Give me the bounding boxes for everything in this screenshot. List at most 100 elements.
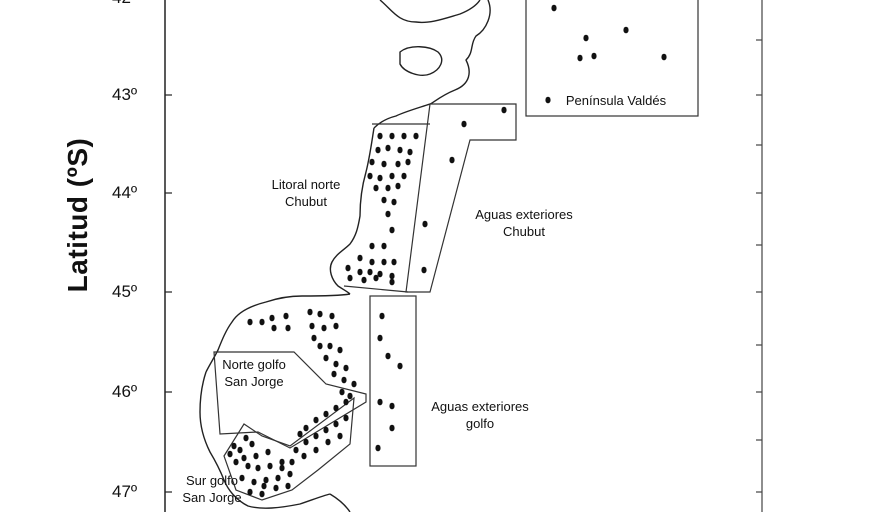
station-point [422, 220, 428, 228]
station-point [279, 464, 285, 472]
station-point [317, 342, 323, 350]
station-point [377, 132, 383, 140]
label-peninsula-valdes-text: Península Valdés [565, 93, 667, 108]
label-line-1: Aguas exteriores [431, 399, 529, 414]
station-point [313, 446, 319, 454]
station-point [389, 278, 395, 286]
label-line-1: Sur golfo [185, 473, 239, 488]
station-point [301, 452, 307, 460]
station-point [273, 484, 279, 492]
station-point [389, 272, 395, 280]
station-point [345, 264, 351, 272]
station-point [375, 444, 381, 452]
station-point [231, 442, 237, 450]
station-point [377, 174, 383, 182]
station-point [389, 402, 395, 410]
station-point [329, 312, 335, 320]
station-point [381, 242, 387, 250]
station-point [323, 426, 329, 434]
station-point [501, 106, 507, 114]
station-point [379, 312, 385, 320]
tick-47: 47º [112, 482, 138, 501]
label-line-2: San Jorge [224, 374, 284, 389]
station-point [279, 458, 285, 466]
station-point [407, 148, 413, 156]
station-point [385, 184, 391, 192]
station-point [261, 482, 267, 490]
station-point [367, 172, 373, 180]
label-litoral-norte-chubut: Litoral norte Chubut [272, 176, 341, 210]
station-point [361, 276, 367, 284]
station-point [239, 474, 245, 482]
station-point [389, 172, 395, 180]
station-point [313, 416, 319, 424]
label-norte-golfo-san-jorge: Norte golfo San Jorge [222, 356, 286, 390]
station-point [247, 318, 253, 326]
label-line-2: Chubut [285, 194, 327, 209]
station-point [297, 430, 303, 438]
label-aguas-exteriores-chubut: Aguas exteriores Chubut [475, 206, 573, 240]
station-point [461, 120, 467, 128]
station-point [367, 268, 373, 276]
station-point [259, 490, 265, 498]
station-point [317, 310, 323, 318]
station-point [369, 242, 375, 250]
station-point [325, 438, 331, 446]
tick-44: 44º [112, 183, 138, 202]
station-point [285, 482, 291, 490]
station-point [343, 414, 349, 422]
station-point [347, 274, 353, 282]
label-peninsula-valdes: Península Valdés [566, 92, 666, 109]
station-point [391, 198, 397, 206]
station-point [249, 440, 255, 448]
station-point [381, 196, 387, 204]
station-point [381, 258, 387, 266]
sampling-stations [227, 4, 667, 498]
tick-46: 46º [112, 382, 138, 401]
station-point [357, 254, 363, 262]
station-point [389, 132, 395, 140]
station-point [321, 324, 327, 332]
station-point [405, 158, 411, 166]
station-point [271, 324, 277, 332]
station-point [259, 318, 265, 326]
station-point [233, 458, 239, 466]
station-point [333, 360, 339, 368]
label-line-2: Chubut [503, 224, 545, 239]
station-point [395, 160, 401, 168]
station-point [389, 226, 395, 234]
aguas-exteriores-chubut-box [405, 103, 517, 293]
tick-45: 45º [112, 282, 138, 301]
station-point [269, 314, 275, 322]
station-point [263, 476, 269, 484]
station-point [333, 420, 339, 428]
station-point [377, 334, 383, 342]
station-point [401, 172, 407, 180]
station-point [275, 474, 281, 482]
aguas-exteriores-golfo-box [369, 295, 417, 467]
station-point [397, 146, 403, 154]
station-point [289, 458, 295, 466]
station-point [401, 132, 407, 140]
station-point [397, 362, 403, 370]
station-point [247, 488, 253, 496]
right-ticks [756, 39, 762, 493]
station-point [245, 462, 251, 470]
station-point [421, 266, 427, 274]
station-point [385, 352, 391, 360]
station-point [577, 54, 583, 62]
station-point [343, 364, 349, 372]
label-line-2: San Jorge [182, 490, 242, 505]
station-point [545, 96, 551, 104]
station-point [331, 370, 337, 378]
station-point [377, 398, 383, 406]
tick-43: 43º [112, 85, 138, 104]
tick-42: 42º [112, 0, 137, 8]
station-point [333, 404, 339, 412]
station-point [583, 34, 589, 42]
station-point [389, 424, 395, 432]
station-point [241, 454, 247, 462]
station-point [391, 258, 397, 266]
label-line-1: Litoral norte [271, 177, 341, 192]
station-point [237, 446, 243, 454]
